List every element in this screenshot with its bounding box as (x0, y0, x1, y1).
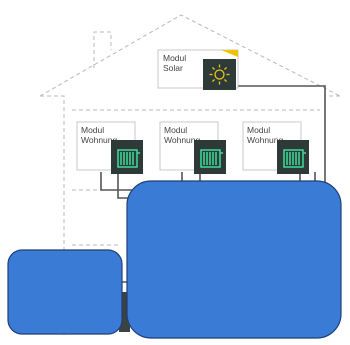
radiator-icon (117, 149, 140, 168)
overlay-block-right (126, 180, 342, 339)
apartment-module-label-line1: Modul (164, 125, 187, 135)
radiator-icon (200, 149, 223, 168)
apartment-module-label-line1: Modul (81, 125, 104, 135)
radiator-icon (283, 149, 306, 168)
apartment-module-label-line2: Wohnung (164, 135, 201, 145)
solar-module-label-line1: Modul (163, 53, 186, 63)
solar-module: Modul Solar (157, 49, 239, 90)
solar-module-badge (203, 59, 236, 90)
connector-block (119, 292, 130, 332)
apartment-module-2: Modul Wohnung (159, 121, 226, 174)
overlay-block-left (7, 249, 123, 335)
sun-icon (209, 64, 230, 85)
solar-module-label-line2: Solar (163, 63, 183, 73)
solar-module-accent (221, 50, 238, 57)
apartment-module-label-line2: Wohnung (247, 135, 284, 145)
apartment-module-3: Modul Wohnung (242, 121, 309, 174)
apartment-module-label-line1: Modul (247, 125, 270, 135)
apartment-module-label-line2: Wohnung (81, 135, 118, 145)
apartment-module-1: Modul Wohnung (76, 121, 143, 174)
